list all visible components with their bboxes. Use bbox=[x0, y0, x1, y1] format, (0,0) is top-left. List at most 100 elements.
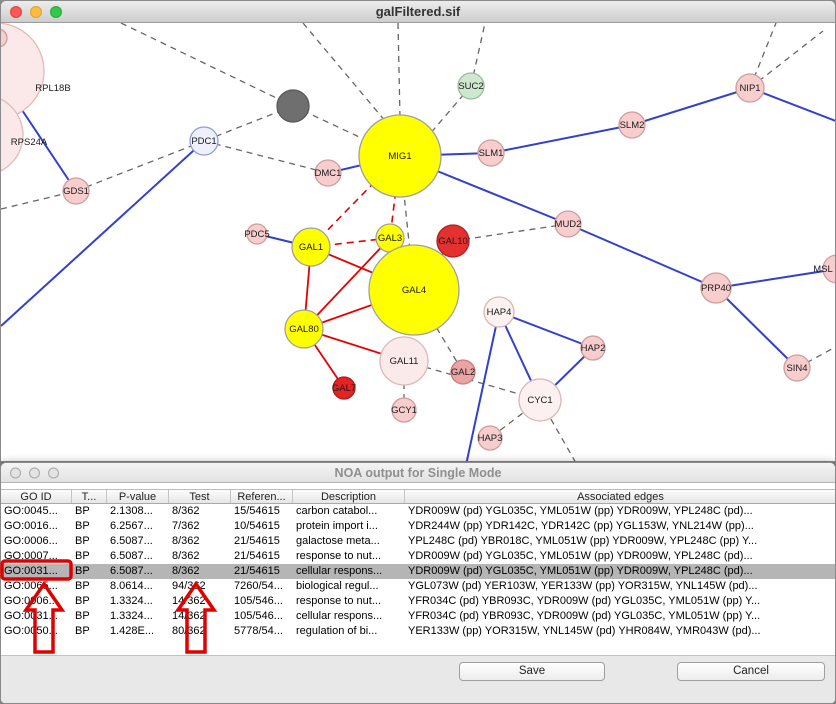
column-header-test[interactable]: Test bbox=[169, 490, 231, 503]
save-button[interactable]: Save bbox=[459, 662, 605, 681]
node-slm1[interactable] bbox=[477, 139, 505, 167]
node-pdc5[interactable] bbox=[246, 223, 268, 245]
cell-go-id: GO:0045... bbox=[4, 505, 58, 517]
node-gal2[interactable] bbox=[450, 359, 476, 385]
cell-t: BP bbox=[75, 625, 90, 637]
cell-associated-edges: YDR009W (pd) YGL035C, YML051W (pp) YDR00… bbox=[408, 505, 753, 517]
close-button-icon[interactable] bbox=[10, 467, 21, 478]
network-edge[interactable] bbox=[631, 87, 751, 126]
minimize-button-icon[interactable] bbox=[30, 5, 42, 18]
network-edge[interactable] bbox=[397, 23, 401, 119]
close-button-icon[interactable] bbox=[10, 5, 22, 18]
minimize-button-icon[interactable] bbox=[29, 467, 40, 478]
node-hap2[interactable] bbox=[580, 335, 606, 361]
network-edge[interactable] bbox=[203, 140, 329, 174]
network-edge[interactable] bbox=[303, 237, 391, 330]
node-label-dmc1: DMC1 bbox=[315, 168, 342, 179]
network-edge[interactable] bbox=[1, 140, 205, 327]
column-header-referen[interactable]: Referen... bbox=[231, 490, 293, 503]
node-gcy1[interactable] bbox=[391, 397, 417, 423]
network-canvas[interactable]: RPL18BRPS24AGDS1PDC1DMC1MIG1SUC2SLM1SLM2… bbox=[1, 23, 836, 462]
column-header-t[interactable]: T... bbox=[72, 490, 107, 503]
zoom-button-icon[interactable] bbox=[48, 467, 59, 478]
cancel-button[interactable]: Cancel bbox=[677, 662, 825, 681]
network-edge[interactable] bbox=[715, 268, 836, 289]
node-gal10[interactable] bbox=[436, 224, 470, 258]
network-edge[interactable] bbox=[310, 155, 401, 248]
zoom-button-icon[interactable] bbox=[50, 5, 62, 18]
network-edge[interactable] bbox=[1, 190, 77, 210]
node-gal11[interactable] bbox=[379, 336, 429, 386]
network-edge[interactable] bbox=[749, 87, 836, 123]
network-edge[interactable] bbox=[302, 23, 392, 129]
node-rpl18b[interactable] bbox=[1, 23, 45, 120]
cell-p-value: 6.5087... bbox=[110, 550, 153, 562]
cell-description: regulation of bi... bbox=[296, 625, 378, 637]
dialog-footer: Save Cancel bbox=[1, 655, 835, 703]
network-edge[interactable] bbox=[498, 311, 594, 349]
node-mud2[interactable] bbox=[554, 210, 582, 238]
node-gal7[interactable] bbox=[332, 376, 356, 400]
network-edge[interactable] bbox=[75, 140, 205, 192]
node-gal4[interactable] bbox=[368, 244, 460, 336]
node-sin4[interactable] bbox=[783, 354, 811, 382]
network-edge[interactable] bbox=[292, 105, 401, 157]
network-edge[interactable] bbox=[465, 311, 500, 462]
cell-p-value: 6.5087... bbox=[110, 565, 153, 577]
node-dmc1[interactable] bbox=[314, 159, 342, 187]
node-dark[interactable] bbox=[276, 89, 310, 123]
node-rps24a[interactable] bbox=[1, 95, 24, 175]
node-hap3[interactable] bbox=[477, 425, 503, 451]
node-label-gcy1: GCY1 bbox=[391, 405, 417, 416]
node-hap4[interactable] bbox=[483, 296, 515, 328]
node-suc2[interactable] bbox=[457, 72, 485, 100]
network-edge[interactable] bbox=[796, 345, 836, 369]
node-gal80[interactable] bbox=[284, 309, 324, 349]
node-label-suc2: SUC2 bbox=[458, 81, 483, 92]
cell-description: response to nut... bbox=[296, 595, 381, 607]
cell-go-id: GO:0031... bbox=[4, 610, 58, 622]
cell-referen: 21/54615 bbox=[234, 565, 280, 577]
node-label-gal80: GAL80 bbox=[289, 324, 319, 335]
node-label-gds1: GDS1 bbox=[63, 186, 89, 197]
node-prp40[interactable] bbox=[700, 272, 732, 304]
network-edge[interactable] bbox=[715, 287, 798, 369]
node-msl[interactable] bbox=[822, 254, 836, 284]
node-mig1[interactable] bbox=[358, 114, 442, 198]
network-edge[interactable] bbox=[490, 124, 633, 154]
node-gal1[interactable] bbox=[291, 227, 331, 267]
node-cyc1[interactable] bbox=[518, 378, 562, 422]
column-header-associated-edges[interactable]: Associated edges bbox=[405, 490, 835, 503]
network-edge[interactable] bbox=[749, 30, 824, 89]
network-edge[interactable] bbox=[452, 223, 569, 242]
node-slm2[interactable] bbox=[618, 111, 646, 139]
network-window-titlebar[interactable]: galFiltered.sif bbox=[1, 1, 835, 23]
network-edge[interactable] bbox=[567, 223, 717, 289]
column-header-p-value[interactable]: P-value bbox=[107, 490, 169, 503]
node-gds1[interactable] bbox=[62, 177, 90, 205]
column-header-description[interactable]: Description bbox=[293, 490, 405, 503]
node-label-mud2: MUD2 bbox=[555, 219, 582, 230]
cell-p-value: 1.428E... bbox=[110, 625, 155, 637]
node-pdc1[interactable] bbox=[189, 126, 219, 156]
noa-window-titlebar[interactable]: NOA output for Single Mode bbox=[1, 463, 835, 483]
column-header-go-id[interactable]: GO ID bbox=[1, 490, 72, 503]
cell-t: BP bbox=[75, 550, 90, 562]
node-corner[interactable] bbox=[1, 28, 8, 48]
node-label-slm1: SLM1 bbox=[479, 148, 504, 159]
node-label-gal4: GAL4 bbox=[402, 285, 426, 296]
cell-associated-edges: YDR244W (pp) YDR142C, YDR142C (pp) YGL15… bbox=[408, 520, 754, 532]
network-edge[interactable] bbox=[120, 23, 294, 107]
node-label-msl: MSL bbox=[813, 264, 833, 275]
node-nip1[interactable] bbox=[735, 73, 765, 103]
